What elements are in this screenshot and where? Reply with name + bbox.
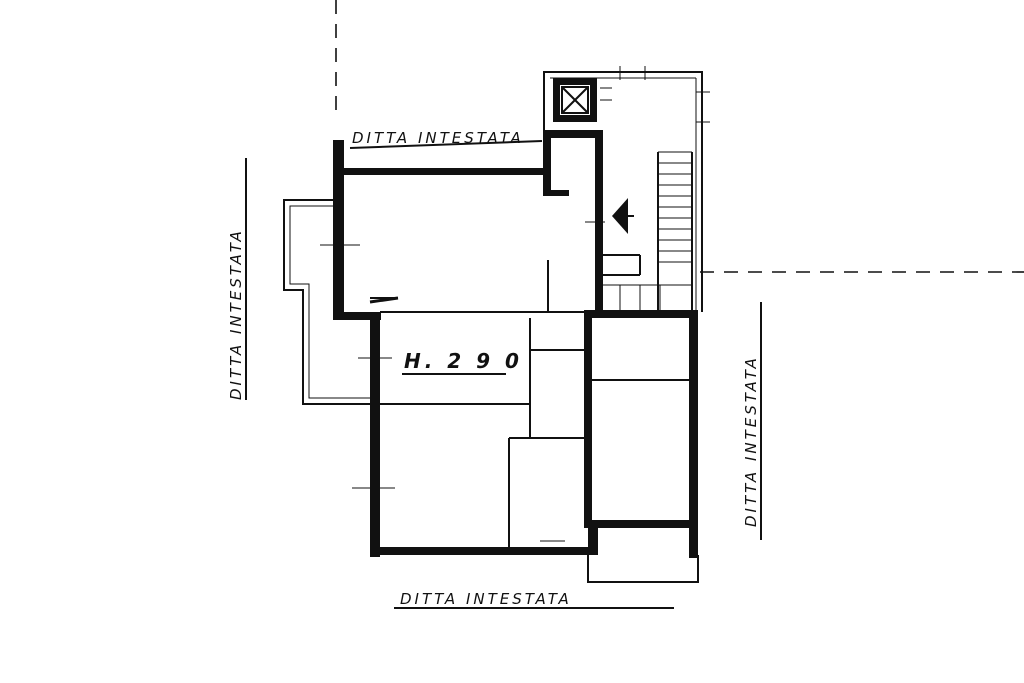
property-boundary-lines <box>335 0 1024 273</box>
label-neighbour-left: DITTA INTESTATA <box>227 228 245 400</box>
label-ceiling-height: H. 2 9 0 <box>404 349 523 373</box>
left-balcony <box>283 199 372 405</box>
stairwell <box>543 66 710 312</box>
label-neighbour-right: DITTA INTESTATA <box>742 355 760 527</box>
label-neighbour-bottom: DITTA INTESTATA <box>400 590 572 608</box>
elevator-shaft-icon <box>561 86 589 114</box>
exterior-walls <box>333 78 698 558</box>
interior-partitions <box>370 260 689 547</box>
bottom-balcony <box>587 555 699 583</box>
room-marker <box>369 296 399 304</box>
entrance-arrow-icon <box>612 198 628 234</box>
window-markers <box>320 221 693 542</box>
